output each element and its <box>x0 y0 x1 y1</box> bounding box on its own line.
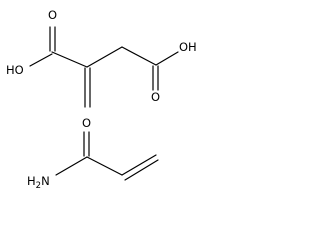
atom-label-o-top: O <box>48 8 57 22</box>
bond-c3-c4 <box>121 46 157 66</box>
bond-c1-c2 <box>51 51 88 68</box>
atom-label-nh2: H2N <box>27 174 50 191</box>
bond-c5-c6 <box>86 156 123 176</box>
itaconic-acid-structure: HO O O OH <box>6 8 197 108</box>
bond-ho-c1 <box>29 53 53 67</box>
atom-label-o-lower: O <box>151 90 160 104</box>
bond-c4-oh <box>155 51 179 66</box>
atom-label-o-amide: O <box>82 116 91 130</box>
structure-diagram: HO O O OH O H2N <box>6 8 197 191</box>
acrylamide-structure: O H2N <box>27 116 159 191</box>
atom-label-oh: OH <box>179 40 197 54</box>
atom-label-ho: HO <box>6 63 24 77</box>
bond-c6-c7-b <box>124 159 159 181</box>
bond-c6-c7-a <box>121 154 157 176</box>
bond-n-c5 <box>55 156 88 176</box>
bond-c2-c3 <box>86 46 123 68</box>
